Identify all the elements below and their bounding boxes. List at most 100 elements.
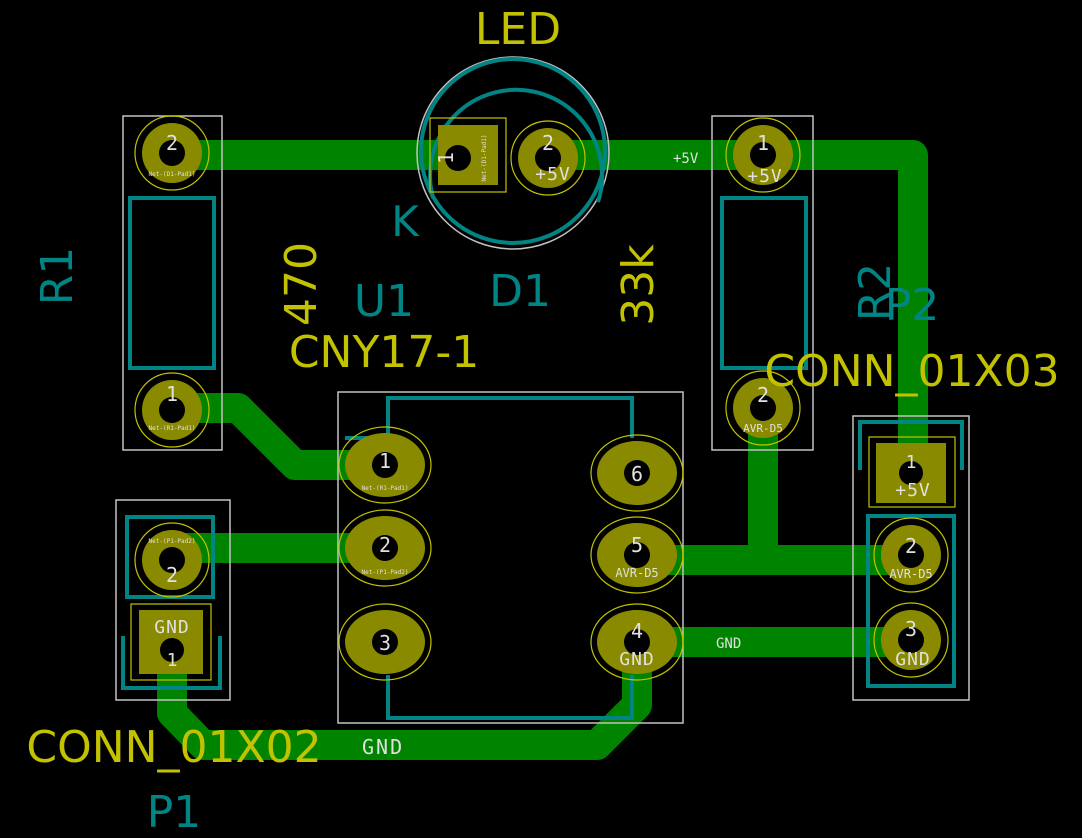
u1-pad5-net: AVR-D5	[615, 566, 658, 580]
r1-value-label: 470	[276, 242, 327, 326]
d1-cathode-mark: K	[391, 197, 420, 246]
p2-pad3-net: GND	[895, 649, 931, 670]
u1-pad5-ring	[590, 516, 684, 594]
p2-pad3-number: 3	[905, 617, 917, 641]
r2-pad1-hole	[750, 142, 776, 168]
p1-courtyard	[115, 499, 231, 701]
courtyards	[115, 56, 970, 724]
d1-pad2-hole	[535, 145, 561, 171]
r2-value-label: 33k	[613, 244, 664, 326]
r1-pad1-hole	[159, 397, 185, 423]
r1-pad2-hole	[159, 140, 185, 166]
r1-pad1-ring	[134, 372, 210, 448]
d1-pad1-number: 1	[434, 152, 458, 164]
p2-pad2-hole	[898, 542, 924, 568]
u1-pad3-hole	[372, 629, 398, 655]
p1-pad2-hole	[159, 547, 185, 573]
u1-pad5-hole	[624, 542, 650, 568]
p1-pad2-net: Net-(P1-Pad2)	[149, 538, 196, 545]
p1-ref-label: P1	[147, 787, 202, 838]
r2-pad2-ring	[725, 370, 801, 446]
r2-courtyard	[711, 115, 814, 451]
u1-pad1-ring	[338, 426, 432, 504]
p2-courtyard	[852, 415, 970, 701]
p1-pad2-number: 2	[166, 563, 178, 587]
u1-pad2-ring	[338, 509, 432, 587]
u1-pad2-net: Net-(P1-Pad2)	[362, 569, 409, 576]
u1-pad3-ring	[338, 603, 432, 681]
track-label-gnd-right: GND	[716, 636, 741, 652]
r1-body	[128, 196, 216, 370]
p2-ref-label: P2	[885, 280, 940, 331]
track-gnd-bottom	[157, 627, 652, 760]
r2-pad2-number: 2	[757, 383, 769, 407]
p2-pad2-number: 2	[905, 534, 917, 558]
u1-pad1-hole	[372, 452, 398, 478]
p2-pin1-mark	[858, 420, 964, 470]
track-labels: +5V GND GND	[362, 151, 741, 759]
p2-pad3-ring	[873, 602, 949, 678]
r1-pad2-number: 2	[166, 131, 178, 155]
r1-pad2-ring	[134, 115, 210, 191]
p2-pad1-ring	[868, 436, 956, 508]
r2-pad2-net: AVR-D5	[743, 422, 783, 435]
u1-pad4-hole	[624, 629, 650, 655]
u1-pad5-number: 5	[631, 533, 643, 557]
p1-value-label: CONN_01X02	[26, 722, 321, 773]
r1-ref-label: R1	[32, 247, 83, 306]
pad-labels: 2 Net-(D1-Pad1) 1 Net-(R1-Pad1) 1 Net-(D…	[149, 131, 933, 671]
p2-pad2-net: AVR-D5	[889, 567, 932, 581]
p1-pad1-ring	[130, 603, 212, 681]
d1-pad1-net: Net-(D1-Pad1)	[481, 135, 488, 182]
r2-pad1-net: +5V	[747, 166, 783, 187]
track-label-gnd-bottom: GND	[362, 735, 404, 759]
u1-body-bottom	[386, 675, 634, 720]
p2-pad3-hole	[898, 627, 924, 653]
u1-pad2-hole	[372, 535, 398, 561]
u1-pad4-net: GND	[619, 649, 655, 670]
p2-pad1-number: 1	[906, 452, 917, 473]
u1-pad6-hole	[624, 460, 650, 486]
d1-value-label: LED	[475, 4, 561, 55]
r1-pad1-number: 1	[166, 382, 178, 406]
p2-value-label: CONN_01X03	[764, 346, 1059, 397]
u1-ref-label: U1	[354, 276, 414, 327]
u1-pad4-ring	[590, 603, 684, 681]
p1-pad1-hole	[160, 638, 184, 662]
u1-pad1-net: Net-(R1-Pad1)	[362, 485, 409, 492]
d1-body-outer	[419, 57, 607, 245]
p2-pad1-hole	[899, 461, 923, 485]
r1-pad1-net: Net-(R1-Pad1)	[149, 425, 196, 432]
u1-pad1-number: 1	[379, 449, 391, 473]
track-r1-u1	[157, 393, 400, 480]
d1-ref-label: D1	[489, 266, 551, 317]
r2-pad2-hole	[750, 395, 776, 421]
d1-pad2-net: +5V	[535, 164, 571, 185]
d1-pad2-number: 2	[542, 131, 554, 155]
p1-pin1-mark	[121, 636, 222, 690]
u1-pad3-number: 3	[379, 631, 391, 655]
u1-pad6-ring	[590, 434, 684, 512]
r2-ref-label: R2	[850, 263, 901, 322]
p2-body	[866, 514, 956, 688]
d1-body-inner	[428, 87, 605, 203]
r2-pad1-number: 1	[757, 131, 769, 155]
track-plus5v	[533, 140, 928, 480]
d1-pad1-hole	[445, 145, 471, 171]
d1-pad2-ring	[510, 120, 586, 196]
u1-pad6-number: 6	[631, 462, 643, 486]
track-label-plus5v: +5V	[673, 151, 699, 167]
p1-pad1-number: 1	[167, 650, 178, 671]
p2-pad2-ring	[873, 517, 949, 593]
r2-body	[720, 196, 808, 370]
silk-outlines	[121, 57, 964, 720]
u1-pad2-number: 2	[379, 533, 391, 557]
r2-pad1-ring	[725, 117, 801, 193]
d1-pad1-ring	[429, 117, 507, 193]
pads	[130, 115, 956, 681]
p2-pad1-net: +5V	[895, 480, 931, 501]
u1-value-label: CNY17-1	[289, 327, 479, 378]
p1-pad1-net: GND	[154, 617, 190, 638]
p1-pad2-ring	[134, 522, 210, 598]
